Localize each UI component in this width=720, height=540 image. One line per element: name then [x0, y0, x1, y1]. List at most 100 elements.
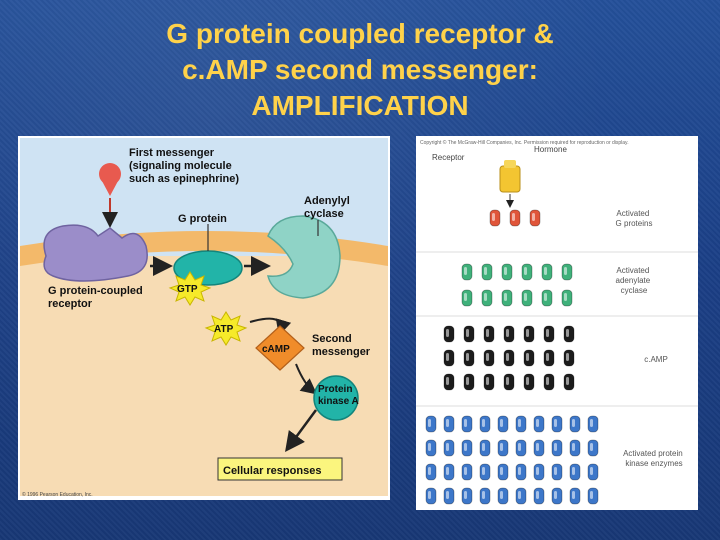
cascade-pill-highlight: [506, 377, 509, 385]
atp-star: [204, 311, 248, 346]
cascade-pill-highlight: [464, 467, 467, 475]
cascade-pill-highlight: [504, 267, 507, 275]
hormone-label: Hormone: [534, 145, 567, 154]
gpcr-pathway-diagram: First messenger (signaling molecule such…: [18, 136, 390, 500]
camp-to-pka-arrow: [295, 363, 318, 395]
cascade-pill-highlight: [464, 443, 467, 451]
cascade-pill-highlight: [466, 377, 469, 385]
cascade-pill-highlight: [536, 491, 539, 499]
cascade-pill-highlight: [554, 419, 557, 427]
cascade-pill-highlight: [524, 293, 527, 301]
cascade-pill-highlight: [506, 353, 509, 361]
cascade-pill-highlight: [518, 419, 521, 427]
cascade-pill-highlight: [590, 419, 593, 427]
first-messenger-tip: [102, 181, 118, 196]
cascade-pill-highlight: [526, 329, 529, 337]
gtp-star: [168, 271, 212, 306]
cascade-pill-highlight: [500, 467, 503, 475]
cascade-pill-highlight: [518, 491, 521, 499]
cascade-pill-highlight: [486, 353, 489, 361]
cytoplasm: [20, 256, 388, 496]
receptor-hormone-icon: [499, 165, 521, 193]
left-copyright: © 1996 Pearson Education, Inc.: [22, 491, 93, 498]
cascade-pill-highlight: [546, 353, 549, 361]
cascade-pill-highlight: [590, 491, 593, 499]
cascade-pill-highlight: [526, 353, 529, 361]
row-label-pka: Activated protein kinase enzymes: [623, 449, 685, 468]
cascade-pill-highlight: [446, 353, 449, 361]
cascade-pill-highlight: [566, 377, 569, 385]
cascade-pill-highlight: [572, 443, 575, 451]
cascade-pill-highlight: [566, 353, 569, 361]
row-label-camp: c.AMP: [644, 355, 668, 364]
gpcr-label: G protein-coupled receptor: [48, 285, 146, 310]
first-messenger-molecule: [99, 163, 121, 185]
title-line-2: c.AMP second messenger:: [182, 54, 538, 85]
cascade-pill-highlight: [546, 329, 549, 337]
cascade-pill-highlight: [446, 467, 449, 475]
right-copyright: Copyright © The McGraw-Hill Companies, I…: [420, 139, 629, 146]
cascade-pill-highlight: [536, 443, 539, 451]
cascade-pill-highlight: [492, 213, 495, 221]
cascade-pill-highlight: [482, 491, 485, 499]
first-messenger-label: First messenger (signaling molecule such…: [129, 147, 239, 185]
cascade-pill-highlight: [526, 377, 529, 385]
cascade-pill-highlight: [446, 329, 449, 337]
cascade-pill-highlight: [484, 293, 487, 301]
cascade-pill-highlight: [466, 329, 469, 337]
pka-to-response-arrow: [285, 409, 318, 453]
cascade-pill-highlight: [546, 377, 549, 385]
cascade-pill-highlight: [464, 293, 467, 301]
cascade-pill-highlight: [482, 467, 485, 475]
gtp-label: GTP: [177, 284, 198, 295]
title-line-1: G protein coupled receptor &: [166, 18, 554, 49]
cascade-pill-highlight: [532, 213, 535, 221]
cascade-pill-highlight: [554, 443, 557, 451]
pka-label: Protein kinase A: [318, 384, 359, 407]
cascade-pill-highlight: [446, 491, 449, 499]
cascade-pill-highlight: [482, 443, 485, 451]
cascade-pill-highlight: [486, 329, 489, 337]
cascade-pill-highlight: [554, 491, 557, 499]
cascade-pill-highlight: [512, 213, 515, 221]
cascade-pill-highlight: [564, 293, 567, 301]
cascade-pill-highlight: [500, 419, 503, 427]
cellular-responses-label: Cellular responses: [223, 465, 321, 477]
cascade-pill-highlight: [428, 443, 431, 451]
row-label-gproteins: Activated G proteins: [616, 209, 653, 228]
adenylyl-cyclase: [267, 215, 341, 299]
cascade-pill-highlight: [506, 329, 509, 337]
cascade-pill-highlight: [466, 353, 469, 361]
camp-diamond: [255, 325, 305, 371]
cascade-pill-highlight: [428, 419, 431, 427]
cascade-pill-highlight: [544, 267, 547, 275]
cascade-pill-highlight: [590, 443, 593, 451]
cascade-pill-highlight: [464, 419, 467, 427]
adenylyl-cyclase-label: Adenylyl cyclase: [304, 195, 353, 220]
cascade-pill-highlight: [428, 491, 431, 499]
cascade-pill-highlight: [464, 491, 467, 499]
slide-title: G protein coupled receptor & c.AMP secon…: [40, 16, 680, 124]
cascade-pill-highlight: [572, 467, 575, 475]
cascade-pill-highlight: [536, 419, 539, 427]
cascade-pill-highlight: [524, 267, 527, 275]
hormone-icon: [504, 160, 516, 168]
cascade-pill-highlight: [482, 419, 485, 427]
row-label-cyclase: Activated adenylate cyclase: [616, 266, 653, 295]
cascade-pill-highlight: [566, 329, 569, 337]
cascade-pill-highlight: [428, 467, 431, 475]
pathway-svg: First messenger (signaling molecule such…: [20, 138, 388, 498]
g-protein-label: G protein: [178, 213, 227, 225]
cascade-pill-highlight: [446, 419, 449, 427]
cascade-pills: [425, 209, 599, 505]
gpcr-receptor: [43, 224, 148, 282]
cascade-pill-highlight: [500, 491, 503, 499]
cascade-svg: Copyright © The McGraw-Hill Companies, I…: [416, 139, 698, 505]
cascade-pill-highlight: [504, 293, 507, 301]
cascade-pill-highlight: [518, 443, 521, 451]
receptor-label: Receptor: [432, 153, 465, 162]
cascade-pill-highlight: [464, 267, 467, 275]
cascade-pill-highlight: [486, 377, 489, 385]
amplification-cascade: Copyright © The McGraw-Hill Companies, I…: [416, 136, 698, 510]
cascade-pill-highlight: [484, 267, 487, 275]
